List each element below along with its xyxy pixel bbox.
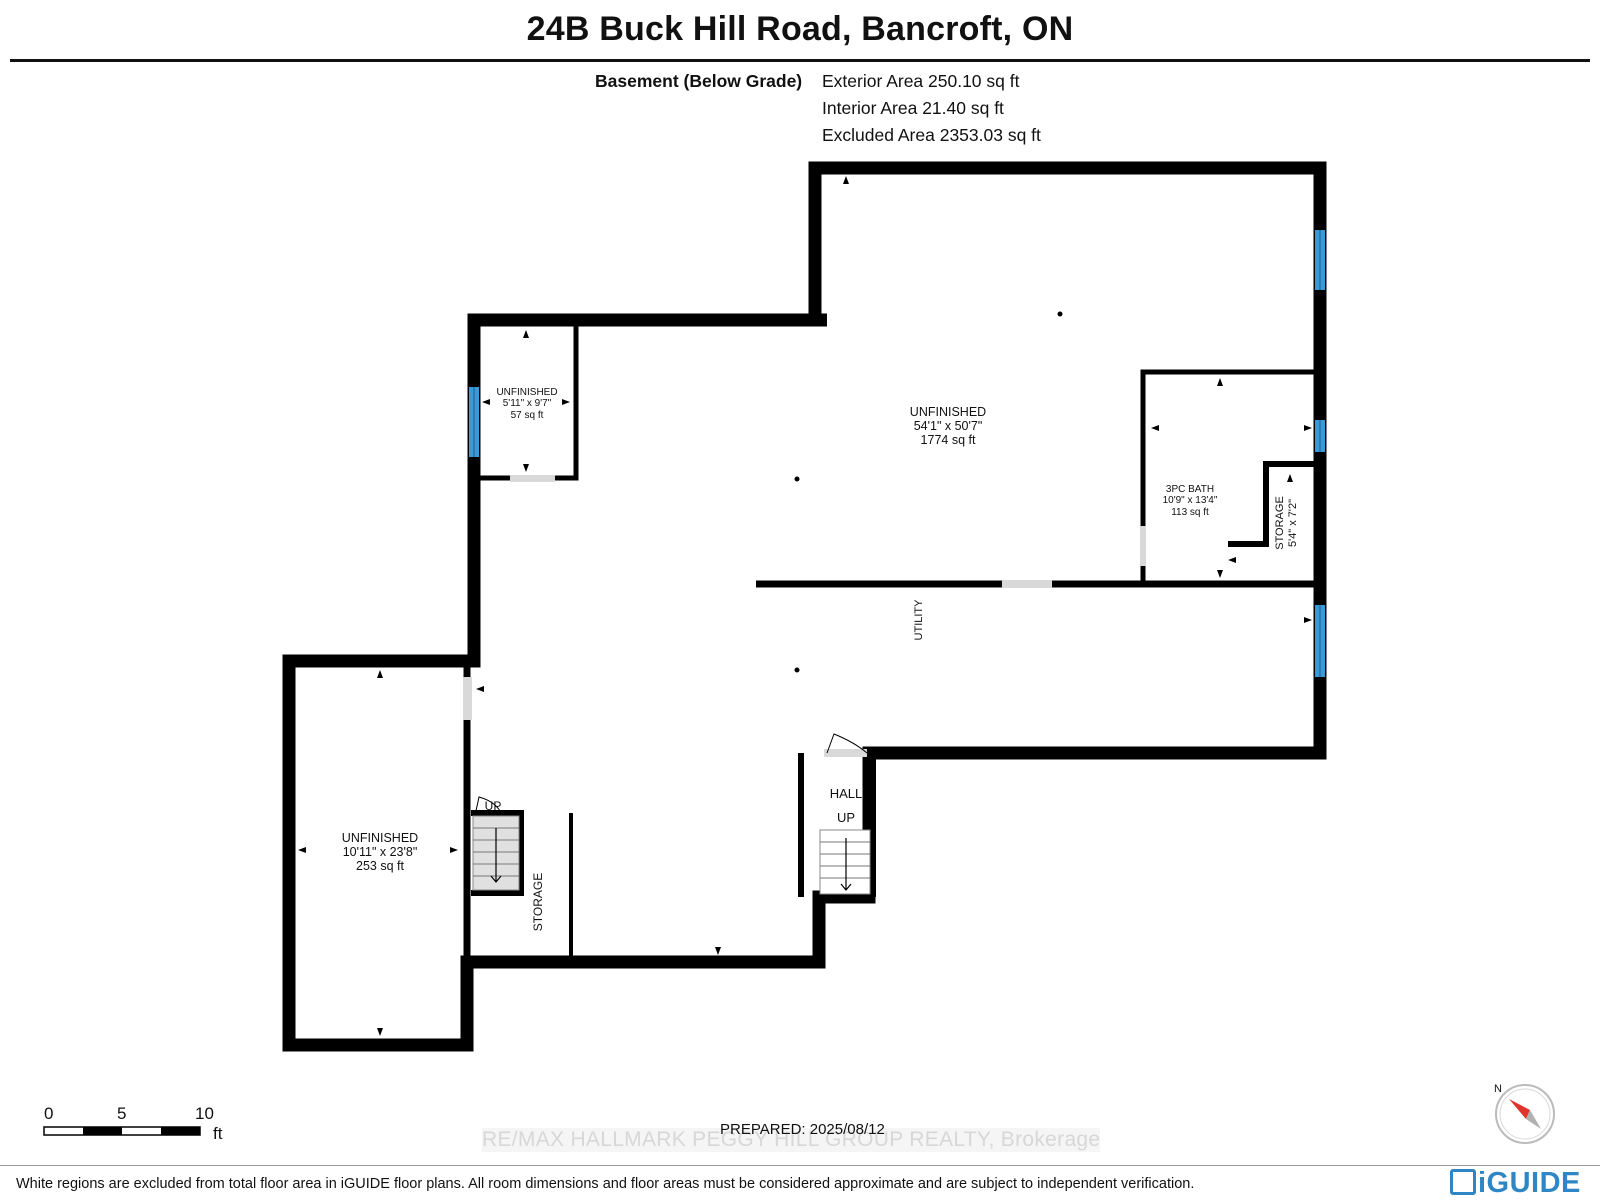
exterior-walls <box>282 161 1327 1052</box>
room-utility: UTILITY <box>913 599 925 641</box>
interior-area: Interior Area 21.40 sq ft <box>822 98 1004 118</box>
door-swing <box>826 733 868 754</box>
room-dimensions: 5'11" x 9'7" <box>503 398 552 409</box>
interior-walls <box>463 320 1320 962</box>
room-unfinished-left: UNFINISHED 10'11" x 23'8" 253 sq ft <box>342 831 418 873</box>
stair-arrow <box>490 828 502 883</box>
door-opening <box>1140 526 1146 566</box>
scale-tick-5: 5 <box>117 1104 127 1123</box>
door-opening <box>510 475 555 482</box>
compass-north-label: N <box>1494 1083 1502 1095</box>
room-unfinished-small: UNFINISHED 5'11" x 9'7" 57 sq ft <box>496 387 557 421</box>
room-name: STORAGE <box>531 873 545 931</box>
stairs <box>472 815 871 895</box>
room-area: 253 sq ft <box>356 859 404 873</box>
iguide-logo-icon <box>1450 1169 1476 1195</box>
footer-divider <box>0 1165 1600 1166</box>
room-name: UNFINISHED <box>496 387 557 398</box>
room-name: UTILITY <box>913 599 925 641</box>
footer-disclaimer: White regions are excluded from total fl… <box>16 1176 1195 1192</box>
room-name: UNFINISHED <box>342 831 418 845</box>
iguide-logo[interactable]: iGUIDE <box>1450 1167 1581 1200</box>
scale-unit: ft <box>213 1124 223 1143</box>
room-dimensions: 54'1" x 50'7" <box>914 419 983 433</box>
title-divider <box>10 59 1590 62</box>
room-bath: 3PC BATH 10'9" x 13'4" 113 sq ft <box>1163 484 1218 518</box>
room-storage-small: STORAGE 5'4" x 7'2" <box>1274 496 1299 550</box>
room-unfinished-main: UNFINISHED 54'1" x 50'7" 1774 sq ft <box>910 405 986 447</box>
excluded-area: Excluded Area 2353.03 sq ft <box>822 125 1041 145</box>
door-opening <box>1002 580 1052 588</box>
stairs-left-label: UP <box>485 799 502 813</box>
room-dimensions: 10'11" x 23'8" <box>343 845 418 859</box>
windows <box>469 230 1325 677</box>
room-dimensions: 5'4" x 7'2" <box>1287 499 1299 547</box>
room-storage-lower: STORAGE <box>531 873 545 931</box>
room-name: 3PC BATH <box>1166 484 1214 495</box>
door-opening <box>463 677 472 720</box>
scale-tick-0: 0 <box>44 1104 54 1123</box>
room-name: UNFINISHED <box>910 405 986 419</box>
stairs-hall-label: UP <box>837 810 855 825</box>
room-dimensions: 10'9" x 13'4" <box>1163 495 1218 506</box>
room-area: 1774 sq ft <box>921 433 976 447</box>
room-area: 113 sq ft <box>1171 507 1209 518</box>
room-name: STORAGE <box>1274 496 1286 550</box>
stair-treads <box>819 829 871 895</box>
room-area: 57 sq ft <box>511 410 544 421</box>
brokerage-watermark: RE/MAX HALLMARK PEGGY HILL GROUP REALTY,… <box>482 1128 1101 1152</box>
exterior-area: Exterior Area 250.10 sq ft <box>822 71 1020 91</box>
prepared-date: PREPARED: 2025/08/12 <box>720 1121 885 1138</box>
level-name: Basement (Below Grade) <box>595 71 803 91</box>
compass-icon: N <box>1494 1083 1555 1144</box>
page-title: 24B Buck Hill Road, Bancroft, ON <box>526 10 1074 48</box>
doors <box>463 475 1146 821</box>
stair-arrow <box>840 838 852 891</box>
room-hall: HALL <box>830 786 863 801</box>
dimension-markers <box>298 176 1312 1036</box>
scale-tick-10: 10 <box>195 1104 214 1123</box>
door-opening <box>824 749 867 757</box>
iguide-logo-text: iGUIDE <box>1478 1167 1581 1199</box>
door-swing <box>473 796 503 821</box>
scale-bar <box>43 1126 201 1136</box>
